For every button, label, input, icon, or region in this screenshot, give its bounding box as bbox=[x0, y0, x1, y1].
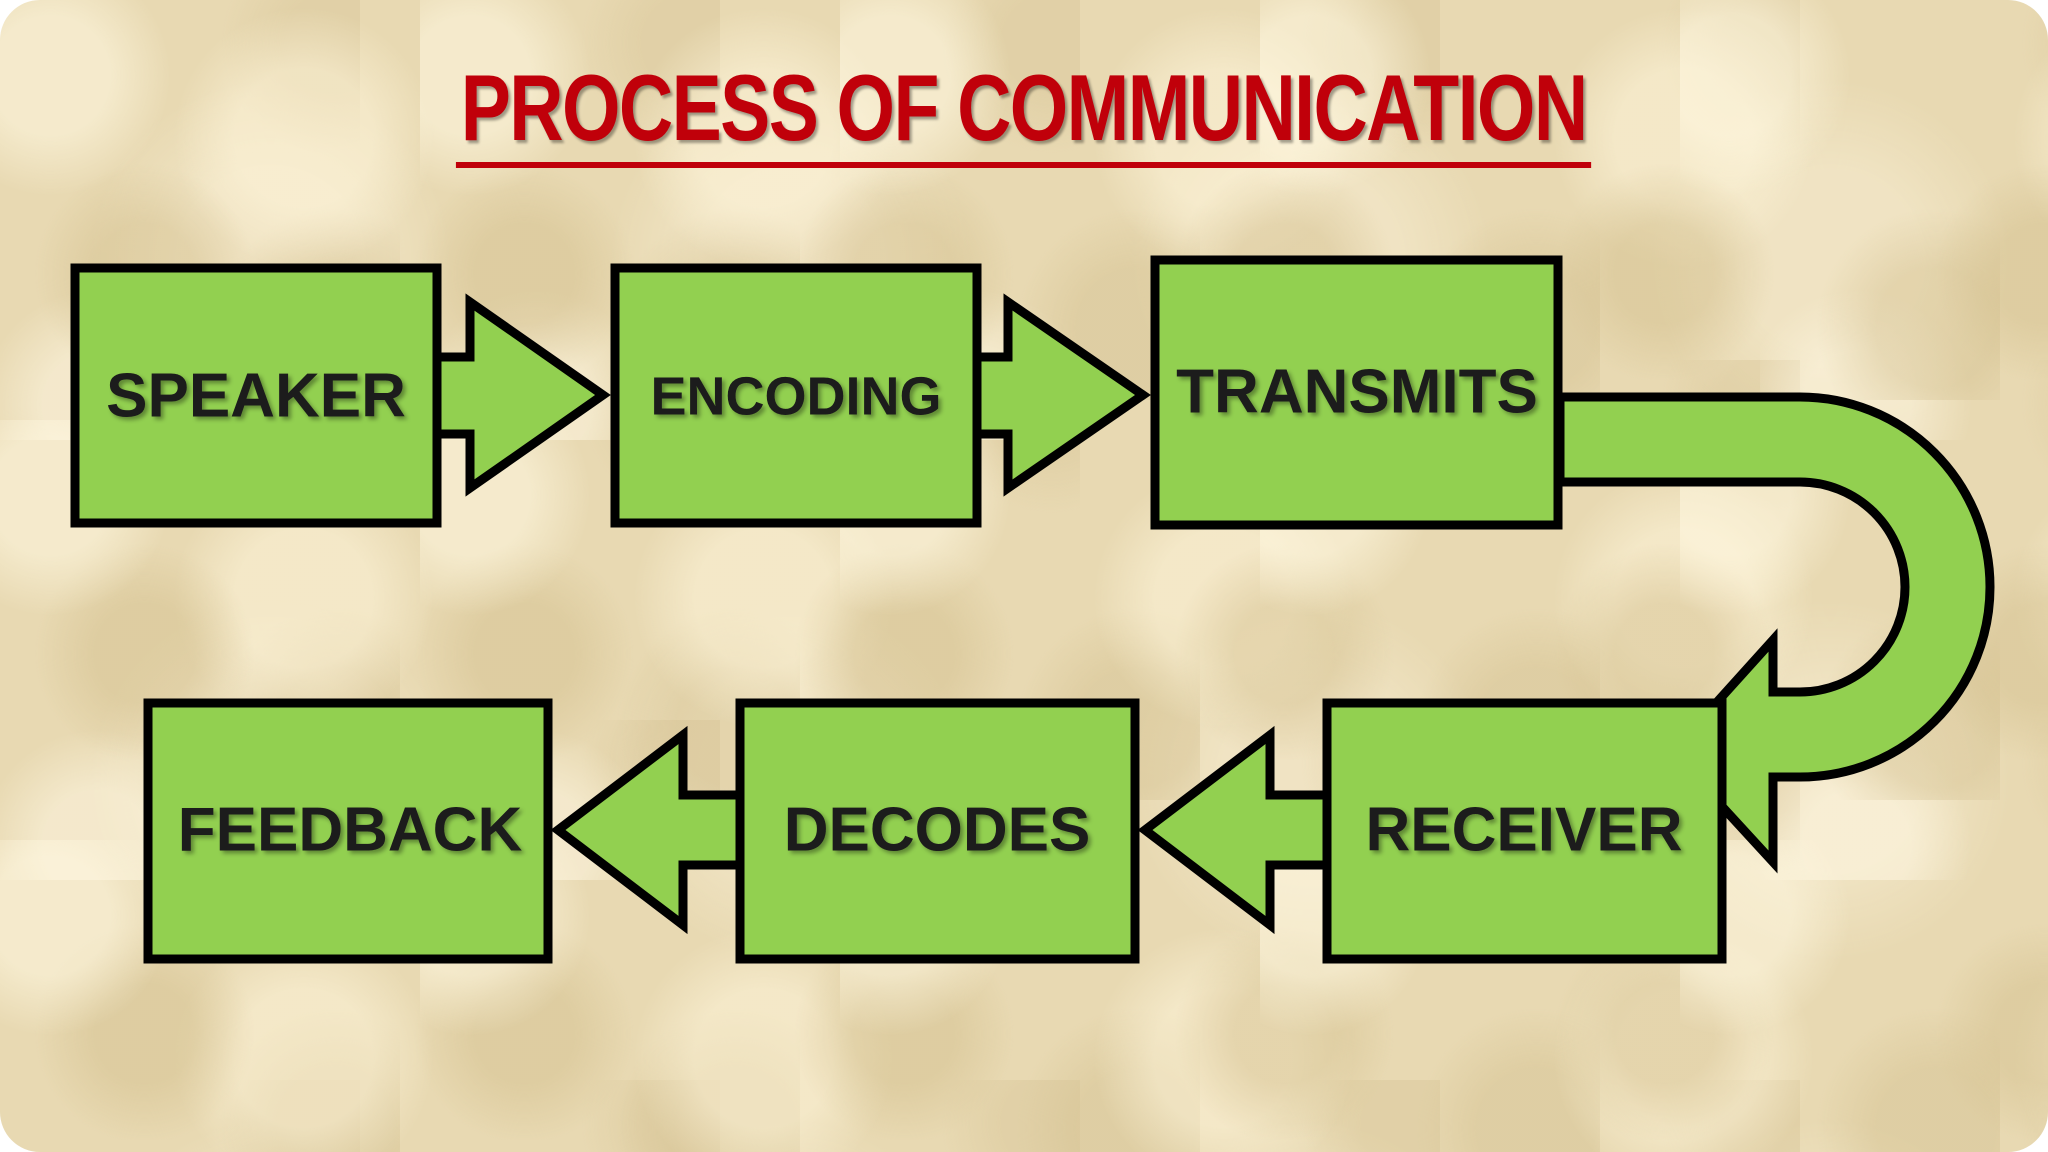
box-encoding bbox=[610, 263, 982, 528]
arrow-speaker-to-encoding bbox=[432, 293, 611, 497]
box-feedback bbox=[143, 698, 553, 964]
label-speaker: SPEAKER bbox=[106, 361, 406, 430]
box-receiver bbox=[1322, 698, 1727, 964]
arrow-encoding-to-transmits bbox=[972, 293, 1151, 497]
label-encoding: ENCODING bbox=[650, 366, 941, 426]
curved-arrow-transmits-to-receiver bbox=[1555, 392, 1995, 874]
box-transmits bbox=[1150, 255, 1563, 530]
label-decodes: DECODES bbox=[784, 795, 1091, 864]
label-transmits: TRANSMITS bbox=[1176, 357, 1538, 426]
arrow-receiver-to-decodes bbox=[1137, 725, 1332, 935]
title-text: PROCESS OF COMMUNICATION bbox=[456, 58, 1592, 168]
label-receiver: RECEIVER bbox=[1366, 795, 1683, 864]
label-feedback: FEEDBACK bbox=[178, 795, 523, 864]
diagram-title: PROCESS OF COMMUNICATION bbox=[0, 58, 2048, 168]
arrow-decodes-to-feedback bbox=[550, 725, 745, 935]
box-decodes bbox=[735, 698, 1140, 964]
box-speaker bbox=[70, 263, 442, 528]
